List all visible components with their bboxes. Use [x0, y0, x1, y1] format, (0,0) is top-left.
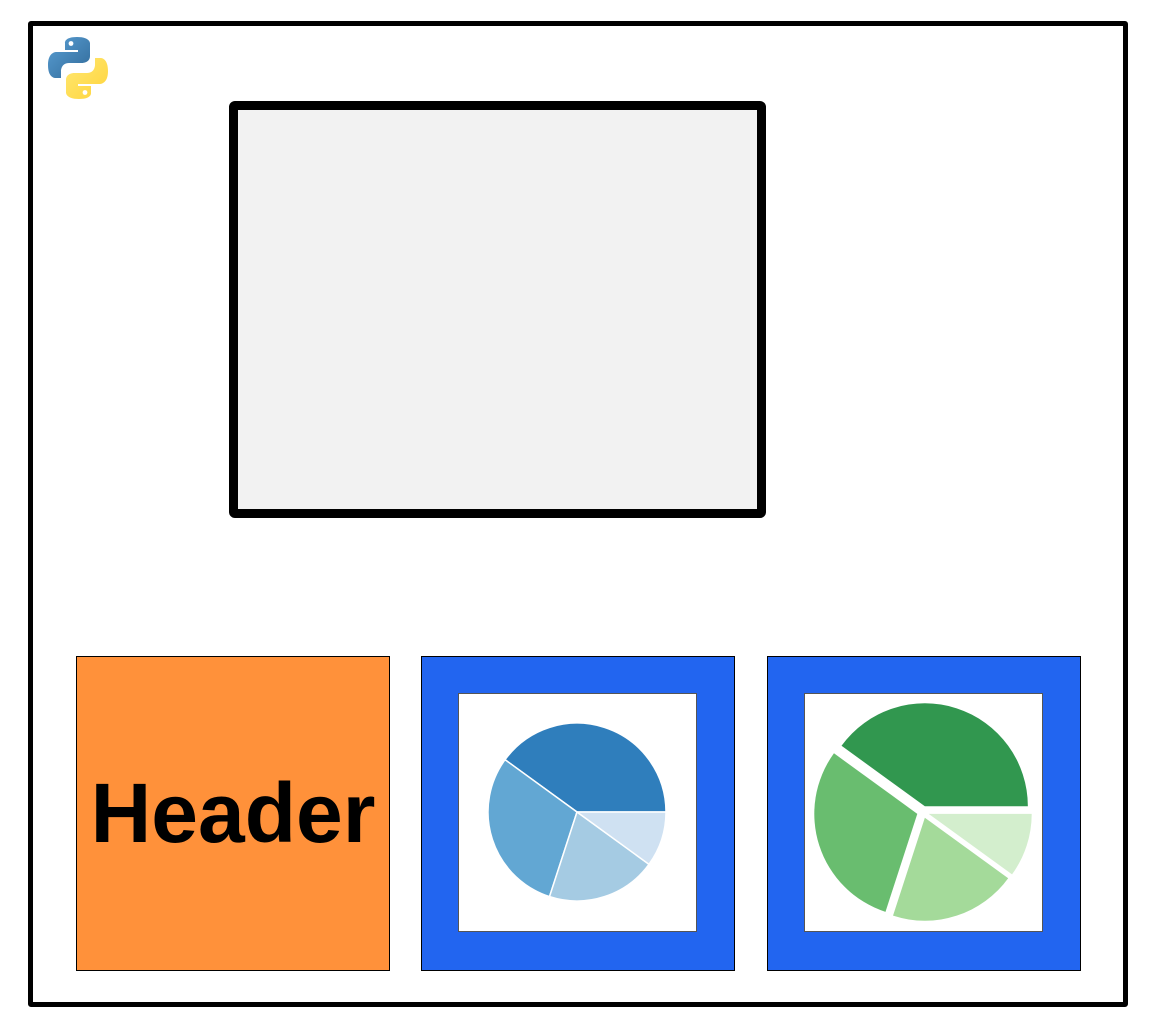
pie-slice-3	[893, 817, 1009, 921]
pie-slice-2	[487, 758, 578, 898]
pie-tile-blue	[421, 656, 735, 971]
pie-panel-blue	[458, 693, 697, 932]
pie-slice-1	[503, 722, 667, 813]
content-placeholder	[229, 101, 766, 518]
pie-panel-green	[804, 693, 1043, 932]
pie-slice-2	[814, 753, 918, 912]
pie-slice-4	[928, 813, 1032, 875]
pie-chart-blue	[487, 722, 667, 902]
pie-slice-1	[841, 703, 1028, 807]
header-tile: Header	[76, 656, 390, 971]
pie-tile-green	[767, 656, 1081, 971]
pie-slice-4	[574, 811, 667, 866]
python-logo-icon	[48, 37, 108, 99]
header-label: Header	[90, 766, 376, 860]
pie-slice-3	[548, 810, 651, 902]
pie-chart-green	[814, 703, 1032, 921]
